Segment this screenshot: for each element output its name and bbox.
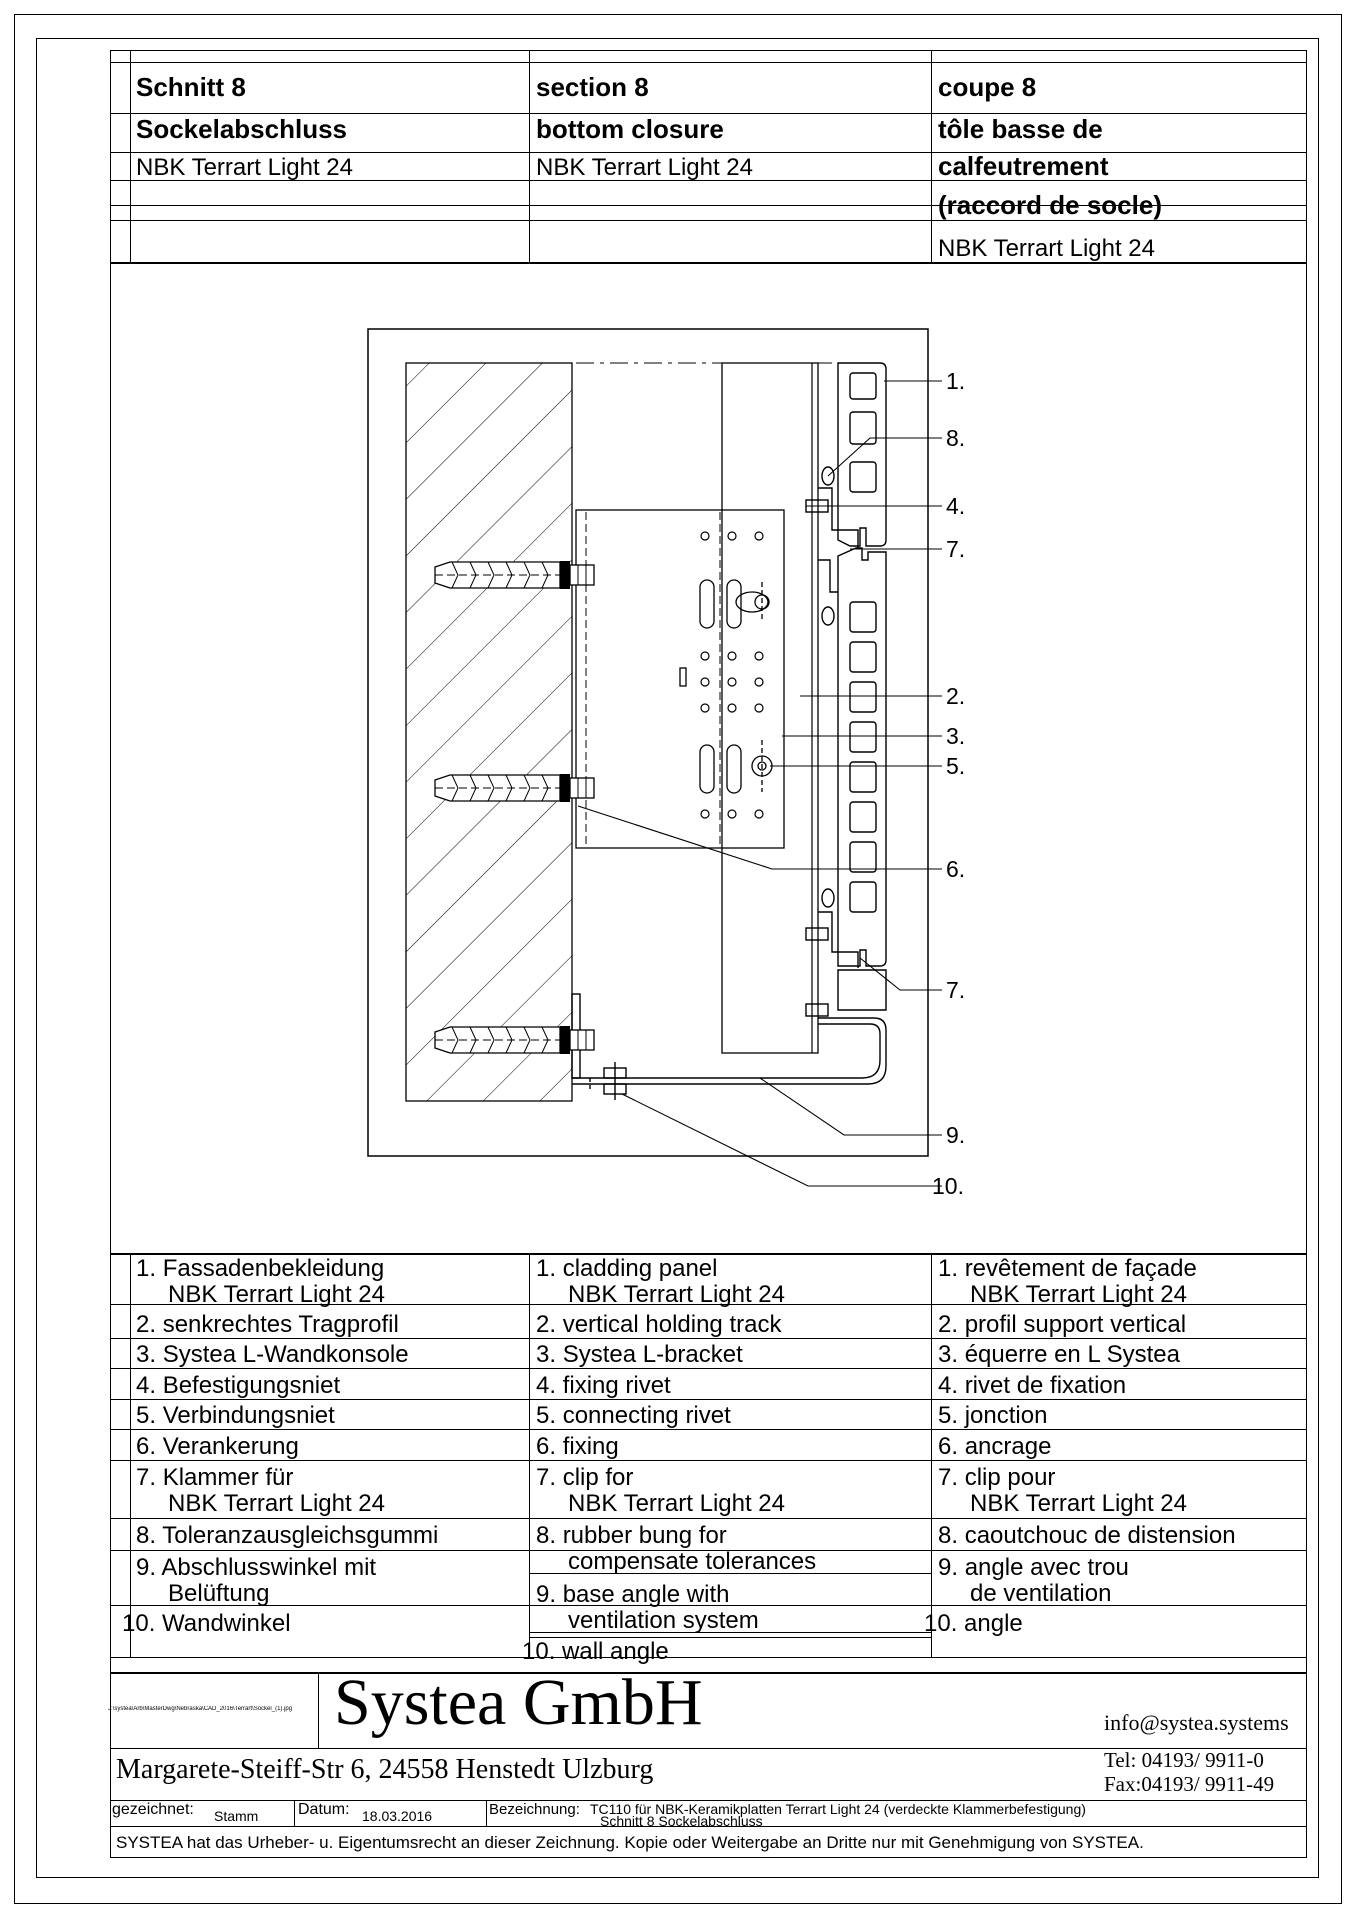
legend-en-1: 1. cladding panel (536, 1255, 718, 1282)
legend-de-7: 7. Klammer für (136, 1464, 294, 1491)
legend-de-4: 4. Befestigungsniet (136, 1372, 341, 1399)
section-drawing: 1. 8. 4. 7. 2. 3. 5. 6. 7. 9. 10. (367, 328, 965, 1199)
header-fr-subtitle-2: calfeutrement (938, 151, 1109, 181)
legend-fr-1: 1. revêtement de façade (938, 1255, 1197, 1282)
legend-fr-8: 8. caoutchouc de distension (938, 1522, 1236, 1549)
legend-de-7-l2: NBK Terrart Light 24 (168, 1490, 385, 1517)
label-4: 4. (946, 493, 965, 519)
header-de-product: NBK Terrart Light 24 (136, 154, 353, 181)
vertical-track (721, 362, 819, 1054)
legend-de-5: 5. Verbindungsniet (136, 1402, 335, 1429)
concrete-wall (405, 362, 840, 1102)
inner-frame (36, 38, 1319, 1878)
label-3: 3. (946, 723, 965, 749)
label-1: 1. (946, 368, 965, 394)
legend-fr-10: 10. angle (924, 1610, 1023, 1637)
label-2: 2. (946, 683, 965, 709)
company-tel: Tel: 04193/ 9911-0 (1104, 1748, 1264, 1772)
header-en-product: NBK Terrart Light 24 (536, 154, 753, 181)
label-7a: 7. (946, 536, 965, 562)
legend-fr-9-l2: de ventilation (970, 1580, 1112, 1607)
legend-fr-7: 7. clip pour (938, 1464, 1056, 1491)
drawing-frame (367, 328, 929, 1157)
base-angle (571, 993, 887, 1100)
company-name: Systea GmbH (334, 1666, 703, 1739)
legend-fr-5: 5. jonction (938, 1402, 1048, 1429)
legend-fr-2: 2. profil support vertical (938, 1311, 1187, 1338)
label-7b: 7. (946, 977, 965, 1003)
legend-en-9-l2: ventilation system (568, 1607, 759, 1634)
label-5: 5. (946, 753, 965, 779)
legend-en-10: 10. wall angle (522, 1638, 669, 1665)
label-9: 9. (946, 1122, 965, 1148)
company-fax: Fax:04193/ 9911-49 (1104, 1772, 1275, 1796)
legend-de-6: 6. Verankerung (136, 1433, 299, 1460)
outer-frame (14, 14, 1342, 1904)
legend-en-8: 8. rubber bung for (536, 1522, 727, 1549)
legend-fr-6: 6. ancrage (938, 1433, 1052, 1460)
company-address: Margarete-Steiff-Str 6, 24558 Henstedt U… (116, 1754, 654, 1785)
legend-en-1-l2: NBK Terrart Light 24 (568, 1281, 785, 1308)
header-en-title: section 8 (536, 72, 649, 102)
header-en-subtitle: bottom closure (536, 114, 724, 144)
label-8: 8. (946, 425, 965, 451)
legend-de-8: 8. Toleranzausgleichsgummi (136, 1522, 439, 1549)
legend-de-10: 10. Wandwinkel (122, 1610, 291, 1637)
legend-de-1-l2: NBK Terrart Light 24 (168, 1281, 385, 1308)
description-label: Bezeichnung: (489, 1801, 580, 1818)
header-fr-subtitle-1: tôle basse de (938, 114, 1103, 144)
legend-de-9-l2: Belüftung (168, 1580, 270, 1607)
drawn-by-value: Stamm (214, 1808, 259, 1824)
l-bracket (575, 509, 785, 849)
legend-de-2: 2. senkrechtes Tragprofil (136, 1311, 399, 1338)
legend-en-5: 5. connecting rivet (536, 1402, 731, 1429)
label-6: 6. (946, 856, 965, 882)
legend-en-4: 4. fixing rivet (536, 1372, 671, 1399)
legend-en-2: 2. vertical holding track (536, 1311, 782, 1338)
drawn-by-label: gezeichnet: (112, 1801, 194, 1818)
legend-fr-9: 9. angle avec trou (938, 1554, 1129, 1581)
legend-fr-3: 3. équerre en L Systea (938, 1341, 1180, 1368)
legend-fr-4: 4. rivet de fixation (938, 1372, 1127, 1399)
header-fr-title: coupe 8 (938, 72, 1037, 102)
copyright-notice: SYSTEA hat das Urheber- u. Eigentumsrech… (116, 1833, 1144, 1852)
legend-en-6: 6. fixing (536, 1433, 619, 1460)
legend-de-9: 9. Abschlusswinkel mit (136, 1554, 377, 1581)
legend-de-1: 1. Fassadenbekleidung (136, 1255, 385, 1282)
date-value: 18.03.2016 (362, 1808, 433, 1824)
header-fr-product: NBK Terrart Light 24 (938, 235, 1155, 262)
drawing-labels: 1. 8. 4. 7. 2. 3. 5. 6. 7. 9. 10. (932, 368, 965, 1199)
company-email: info@systea.systems (1104, 1710, 1289, 1735)
cladding-panels (837, 362, 887, 1011)
sheet-border (110, 50, 1307, 1858)
legend-fr-7-l2: NBK Terrart Light 24 (970, 1490, 1187, 1517)
header-de-subtitle: Sockelabschluss (136, 114, 347, 144)
legend-en-3: 3. Systea L-bracket (536, 1341, 743, 1368)
legend-en-7: 7. clip for (536, 1464, 634, 1491)
legend-de-3: 3. Systea L-Wandkonsole (136, 1341, 409, 1368)
header-de-title: Schnitt 8 (136, 72, 246, 102)
leader-lines (577, 380, 942, 1187)
legend-en-9: 9. base angle with (536, 1581, 730, 1608)
clips-and-rivets (805, 466, 859, 1017)
date-label: Datum: (298, 1801, 350, 1818)
legend-en-7-l2: NBK Terrart Light 24 (568, 1490, 785, 1517)
file-path: J:\systea\Arb\MasterDwg\Nebraska\CAD_201… (108, 1706, 293, 1712)
description-line-1: TC110 für NBK-Keramikplatten Terrart Lig… (590, 1801, 1086, 1817)
header-fr-subtitle-3: (raccord de socle) (938, 190, 1162, 220)
legend-en-8-l2: compensate tolerances (568, 1548, 817, 1575)
label-10: 10. (932, 1173, 964, 1199)
description-line-2: Schnitt 8 Sockelabschluss (600, 1813, 763, 1829)
legend-fr-1-l2: NBK Terrart Light 24 (970, 1281, 1187, 1308)
